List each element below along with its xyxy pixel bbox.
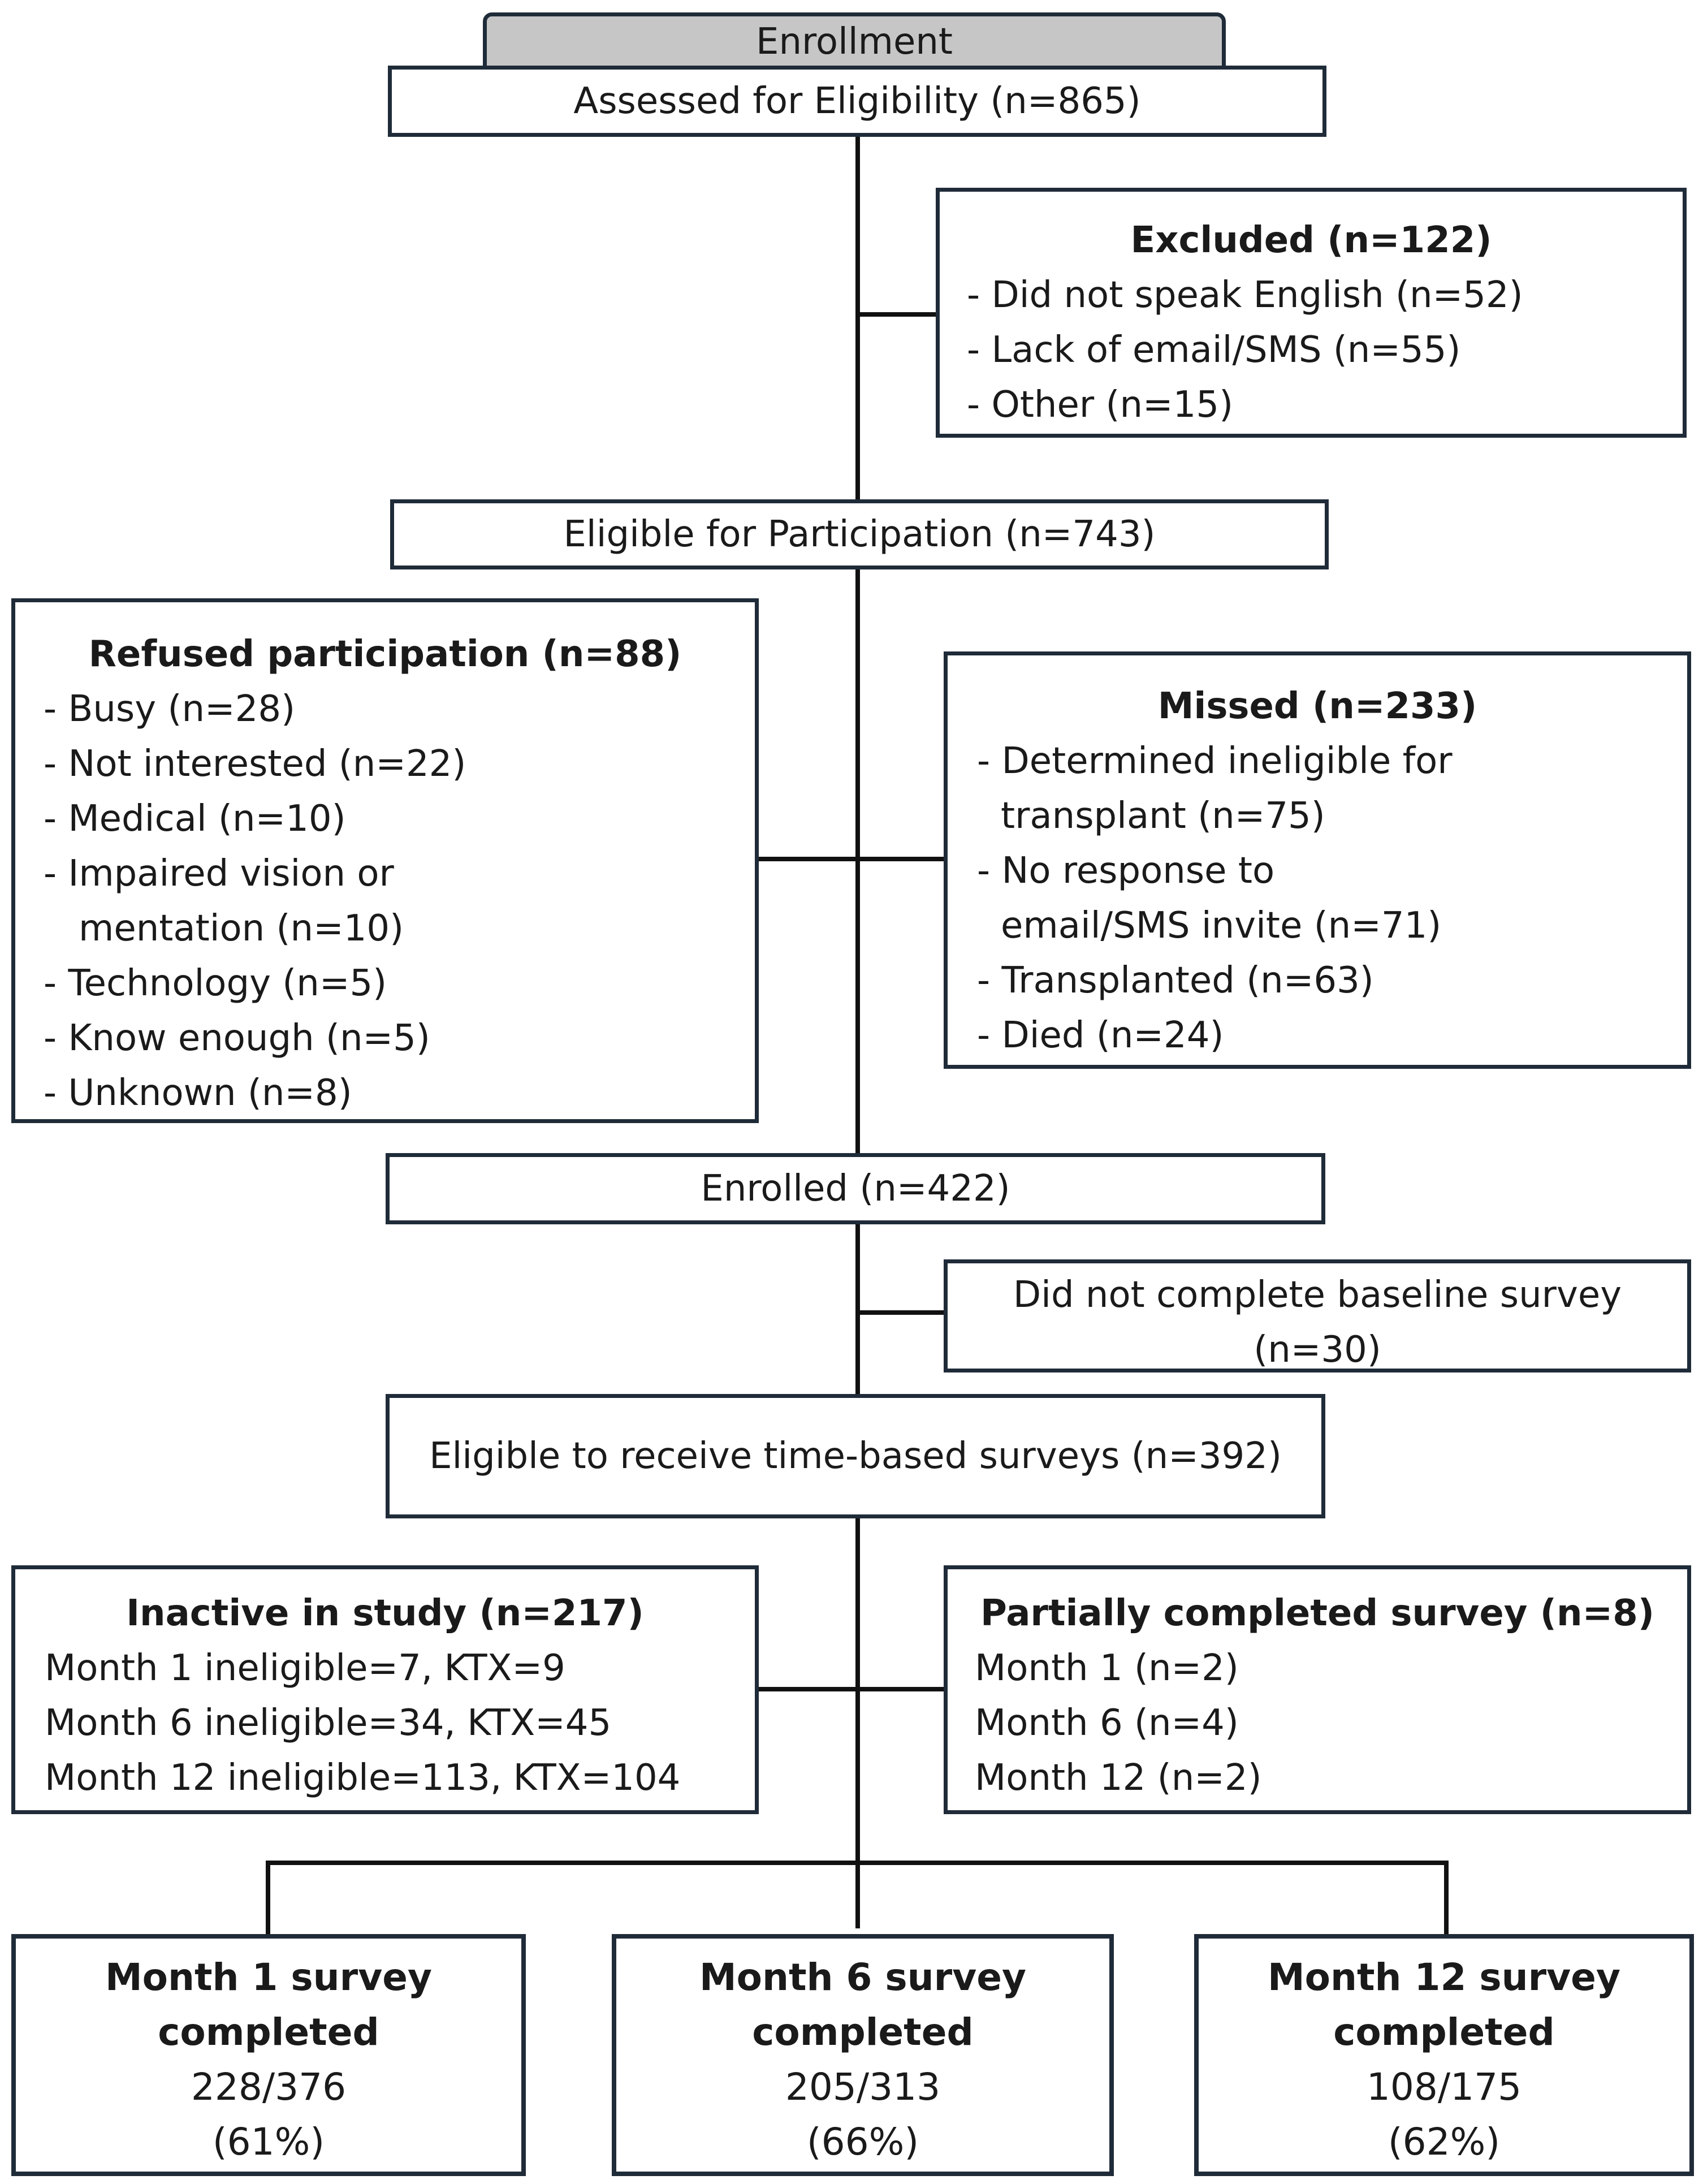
refused-item: - Know enough (n=5) bbox=[44, 1017, 430, 1059]
missed-item: - Died (n=24) bbox=[977, 1015, 1224, 1056]
partial-box: Partially completed survey (n=8) Month 1… bbox=[944, 1565, 1691, 1814]
branch-right-drop bbox=[1444, 1861, 1449, 1934]
missed-item: - No response to bbox=[977, 850, 1275, 892]
inactive-box: Inactive in study (n=217) Month 1 inelig… bbox=[11, 1565, 759, 1814]
partial-item: Month 6 (n=4) bbox=[975, 1702, 1239, 1744]
month12-survey-ratio: 108/175 bbox=[1366, 2065, 1522, 2109]
refused-item: - Impaired vision or bbox=[44, 853, 394, 895]
connector-no-baseline bbox=[858, 1310, 947, 1315]
eligible-label: Eligible for Participation (n=743) bbox=[563, 513, 1156, 555]
excluded-item: - Did not speak English (n=52) bbox=[967, 274, 1523, 316]
excluded-item: - Lack of email/SMS (n=55) bbox=[967, 329, 1461, 371]
month1-survey-ratio: 228/376 bbox=[191, 2065, 347, 2109]
month6-survey-title: Month 6 survey bbox=[699, 1956, 1027, 1999]
inactive-item: Month 6 ineligible=34, KTX=45 bbox=[45, 1702, 612, 1744]
missed-item: - Transplanted (n=63) bbox=[977, 960, 1374, 1002]
connector-partial bbox=[858, 1687, 947, 1691]
missed-item: email/SMS invite (n=71) bbox=[1001, 905, 1442, 947]
month12-survey-title: Month 12 survey bbox=[1268, 1956, 1620, 1999]
connector-inactive bbox=[758, 1687, 858, 1691]
connector-missed bbox=[858, 857, 947, 861]
connector-excluded bbox=[858, 312, 940, 317]
month1-survey-title: Month 1 survey bbox=[105, 1956, 433, 1999]
assessed-label: Assessed for Eligibility (n=865) bbox=[573, 80, 1141, 122]
main-trunk-line bbox=[855, 136, 860, 1928]
month1-survey-subtitle: completed bbox=[158, 2010, 379, 2054]
partial-item: Month 12 (n=2) bbox=[975, 1757, 1262, 1799]
month1-survey-box: Month 1 survey completed 228/376 (61%) bbox=[11, 1934, 526, 2176]
branch-left-drop bbox=[266, 1861, 270, 1934]
refused-item: - Not interested (n=22) bbox=[44, 743, 466, 785]
partial-title: Partially completed survey (n=8) bbox=[980, 1592, 1654, 1634]
branch-horizontal-line bbox=[266, 1861, 1449, 1865]
refused-item: - Unknown (n=8) bbox=[44, 1072, 352, 1114]
refused-item: - Technology (n=5) bbox=[44, 962, 387, 1004]
month12-survey-subtitle: completed bbox=[1333, 2010, 1555, 2054]
refused-item: - Medical (n=10) bbox=[44, 798, 346, 840]
refused-item: mentation (n=10) bbox=[79, 908, 404, 949]
refused-item: - Busy (n=28) bbox=[44, 688, 296, 730]
month12-survey-percent: (62%) bbox=[1388, 2120, 1501, 2164]
eligible-box: Eligible for Participation (n=743) bbox=[390, 499, 1329, 569]
excluded-title: Excluded (n=122) bbox=[1130, 219, 1492, 261]
refused-box: Refused participation (n=88) - Busy (n=2… bbox=[11, 598, 759, 1123]
refused-title: Refused participation (n=88) bbox=[88, 633, 682, 675]
partial-item: Month 1 (n=2) bbox=[975, 1647, 1239, 1689]
month6-survey-percent: (66%) bbox=[806, 2120, 919, 2164]
missed-title: Missed (n=233) bbox=[1157, 685, 1477, 727]
no-baseline-box: Did not complete baseline survey (n=30) bbox=[944, 1259, 1691, 1372]
time-based-label: Eligible to receive time-based surveys (… bbox=[429, 1435, 1282, 1477]
excluded-item: - Other (n=15) bbox=[967, 384, 1234, 426]
month12-survey-box: Month 12 survey completed 108/175 (62%) bbox=[1194, 1934, 1694, 2176]
connector-refused bbox=[758, 857, 858, 861]
missed-box: Missed (n=233) - Determined ineligible f… bbox=[944, 651, 1691, 1069]
no-baseline-line1: Did not complete baseline survey bbox=[1013, 1274, 1622, 1316]
month1-survey-percent: (61%) bbox=[212, 2120, 325, 2164]
excluded-box: Excluded (n=122) - Did not speak English… bbox=[936, 188, 1687, 438]
enrolled-label: Enrolled (n=422) bbox=[701, 1167, 1010, 1210]
assessed-box: Assessed for Eligibility (n=865) bbox=[388, 66, 1326, 137]
inactive-item: Month 1 ineligible=7, KTX=9 bbox=[45, 1647, 565, 1689]
missed-item: - Determined ineligible for bbox=[977, 740, 1453, 782]
month6-survey-subtitle: completed bbox=[752, 2010, 974, 2054]
enrollment-header: Enrollment bbox=[483, 12, 1226, 71]
enrolled-box: Enrolled (n=422) bbox=[386, 1153, 1325, 1224]
month6-survey-box: Month 6 survey completed 205/313 (66%) bbox=[612, 1934, 1114, 2176]
inactive-item: Month 12 ineligible=113, KTX=104 bbox=[45, 1757, 681, 1799]
enrollment-label: Enrollment bbox=[756, 21, 953, 63]
inactive-title: Inactive in study (n=217) bbox=[126, 1592, 644, 1634]
time-based-box: Eligible to receive time-based surveys (… bbox=[386, 1394, 1325, 1518]
month6-survey-ratio: 205/313 bbox=[785, 2065, 941, 2109]
no-baseline-line2: (n=30) bbox=[1254, 1329, 1381, 1371]
missed-item: transplant (n=75) bbox=[1001, 795, 1325, 837]
